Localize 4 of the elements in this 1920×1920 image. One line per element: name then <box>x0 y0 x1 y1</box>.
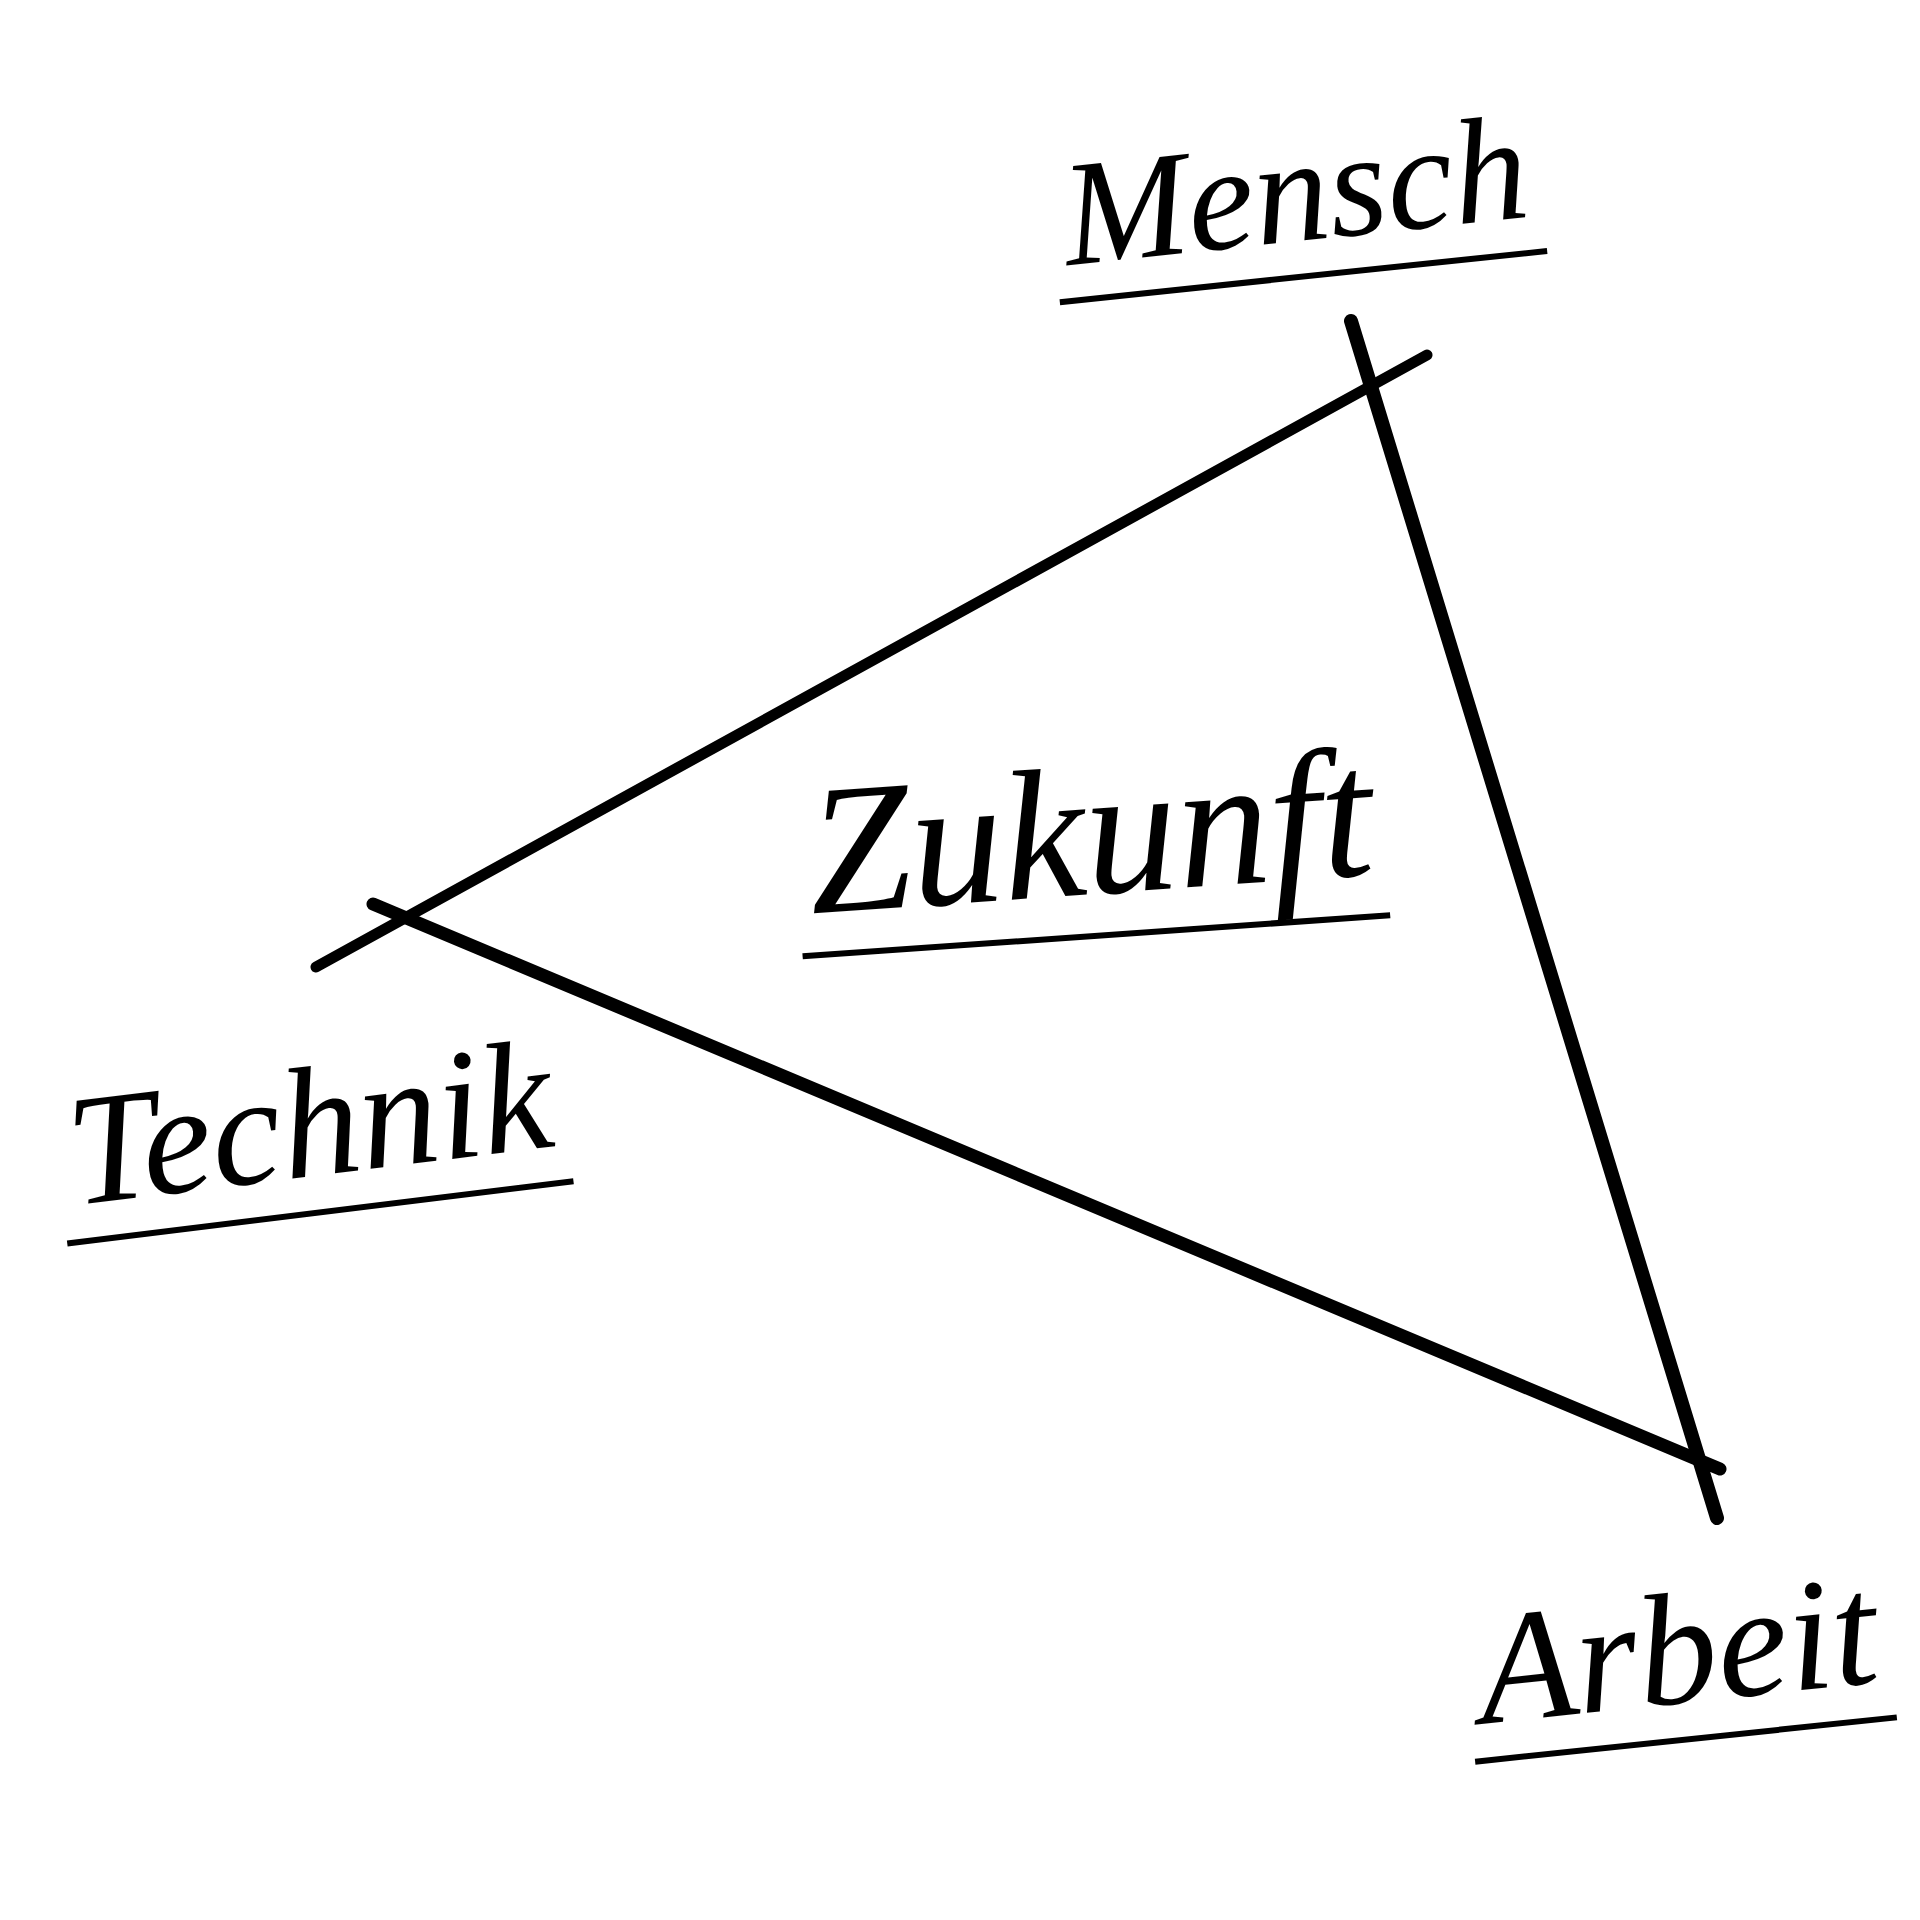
corner-label: Technik <box>46 1009 574 1247</box>
corner-label: Arbeit <box>1456 1543 1898 1765</box>
center-label: Zukunft <box>788 714 1391 960</box>
corner-label: Mensch <box>1042 86 1548 305</box>
